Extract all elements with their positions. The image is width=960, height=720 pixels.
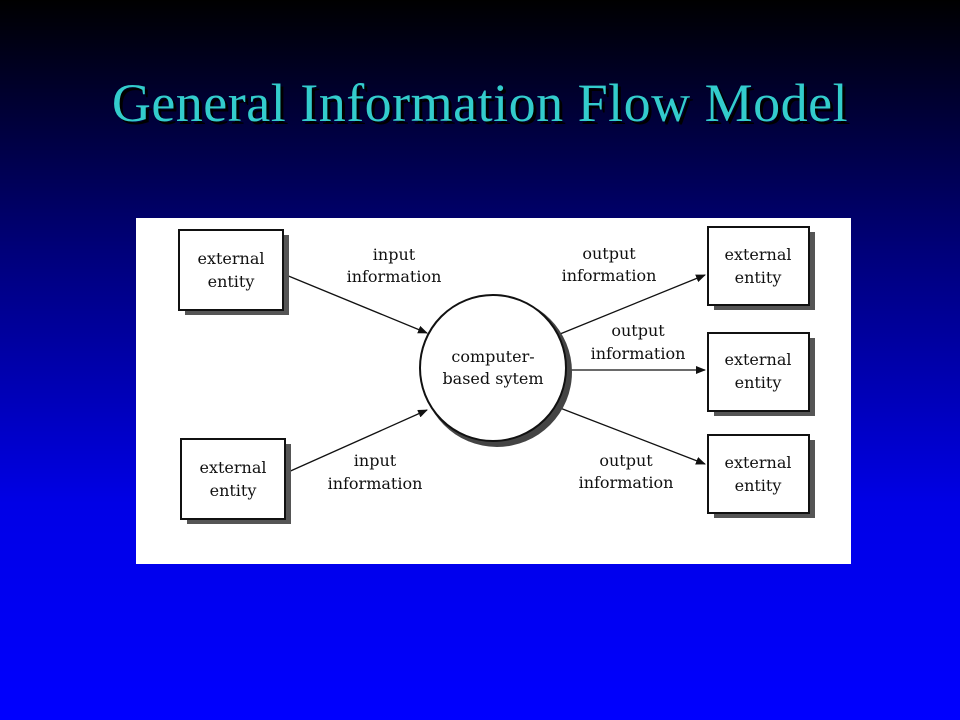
entity-label-line2: entity	[735, 268, 782, 287]
external-entity-box: external entity	[707, 226, 815, 310]
flow-arrow-input-bottom	[285, 409, 428, 474]
flow-label-line1: output	[582, 244, 636, 263]
entity-label-line2: entity	[208, 272, 255, 291]
slide-title: General Information Flow Model	[111, 73, 849, 133]
entity-label-line1: external	[200, 458, 267, 477]
flow-label-line2: information	[347, 267, 442, 286]
flow-label-line1: input	[354, 451, 397, 470]
flow-diagram: computer- based sytem external entity ex…	[178, 226, 815, 524]
entity-label-line1: external	[725, 350, 792, 369]
external-entity-box: external entity	[707, 434, 815, 518]
flow-label-line1: output	[599, 451, 653, 470]
entity-label-line2: entity	[735, 476, 782, 495]
process-label-line1: computer-	[451, 347, 534, 366]
external-entity-box: external entity	[178, 229, 289, 315]
flow-label-line1: input	[373, 245, 416, 264]
entity-label-line1: external	[725, 245, 792, 264]
flow-label-line1: output	[611, 321, 665, 340]
entity-label-line1: external	[198, 249, 265, 268]
flow-arrow-output-top	[559, 274, 706, 335]
flow-label-line2: information	[591, 344, 686, 363]
process-label-line2: based sytem	[442, 369, 543, 388]
flow-label-line2: information	[562, 266, 657, 285]
entity-label-line2: entity	[735, 373, 782, 392]
diagram-panel: computer- based sytem external entity ex…	[136, 218, 851, 564]
external-entity-box: external entity	[180, 438, 291, 524]
external-entity-box: external entity	[707, 332, 815, 416]
flow-label-line2: information	[579, 473, 674, 492]
flow-arrow-output-bottom	[559, 407, 706, 465]
flow-label-line2: information	[328, 474, 423, 493]
entity-label-line2: entity	[210, 481, 257, 500]
entity-label-line1: external	[725, 453, 792, 472]
flow-arrow-input-top	[285, 274, 428, 334]
process-circle: computer- based sytem	[419, 294, 572, 447]
